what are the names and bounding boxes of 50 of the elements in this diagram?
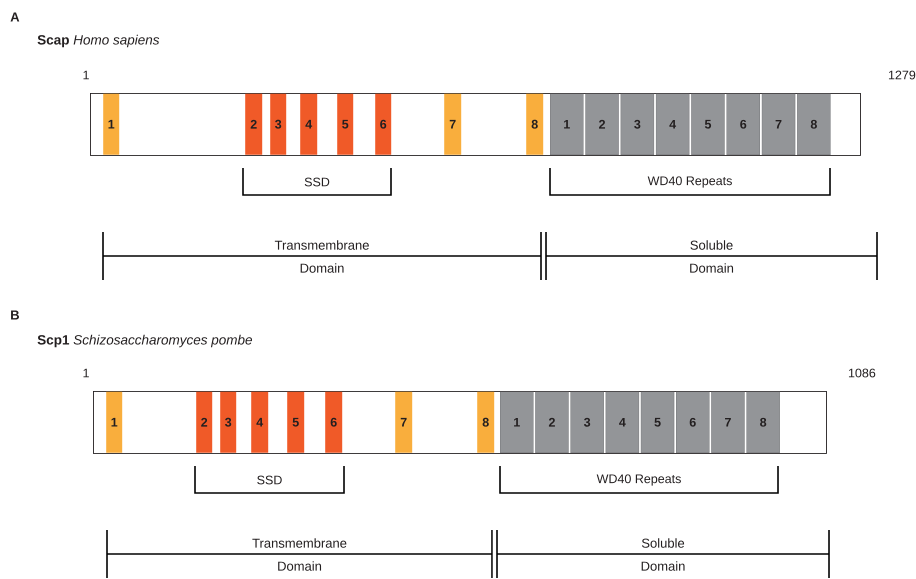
panel-letter: B [11, 310, 19, 320]
repeat-segment: 4 [606, 392, 640, 453]
repeat-segment: 4 [656, 94, 690, 155]
residue-number: 1 [83, 70, 89, 80]
repeat-segment: 7 [711, 392, 745, 453]
helix-segment: 5 [337, 94, 354, 155]
helix-segment: 7 [395, 392, 412, 453]
panel-letter: A [10, 12, 20, 22]
helix-segment: 2 [196, 392, 212, 453]
repeat-segment: 6 [726, 94, 760, 155]
domain-label: Soluble Domain [642, 538, 685, 571]
domain-label: SSD [304, 178, 330, 186]
protein-title: Scap Homo sapiens [38, 34, 160, 48]
repeat-segment: 5 [640, 392, 674, 453]
helix-segment: 2 [245, 94, 262, 155]
helix-segment: 3 [270, 94, 286, 155]
repeat-segment: 5 [691, 94, 725, 155]
helix-segment: 8 [477, 392, 494, 453]
domain-label: WD40 Repeats [596, 474, 681, 486]
residue-number: 1 [83, 368, 89, 378]
helix-segment: 8 [526, 94, 544, 155]
helix-segment: 4 [251, 392, 268, 453]
helix-segment: 5 [287, 392, 304, 453]
protein-title: Scp1 Schizosaccharomyces pombe [38, 334, 252, 348]
helix-segment: 1 [103, 94, 120, 155]
repeat-segment: 1 [550, 94, 584, 155]
protein-bar [90, 93, 861, 156]
helix-segment: 3 [220, 392, 236, 453]
domain-label: WD40 Repeats [648, 176, 732, 188]
protein-bar [93, 391, 827, 454]
residue-number: 1086 [848, 368, 876, 378]
repeat-segment: 3 [620, 94, 654, 155]
repeat-segment: 1 [500, 392, 534, 453]
domain-label: Soluble Domain [690, 240, 734, 273]
helix-segment: 4 [300, 94, 318, 155]
helix-segment: 7 [444, 94, 462, 155]
repeat-segment: 6 [676, 392, 710, 453]
repeat-segment: 7 [762, 94, 796, 155]
residue-number: 1279 [888, 70, 916, 80]
helix-segment: 1 [106, 392, 122, 453]
domain-label: SSD [257, 476, 282, 484]
domain-label: Transmembrane Domain [274, 240, 369, 273]
repeat-segment: 8 [746, 392, 780, 453]
repeat-segment: 8 [797, 94, 831, 155]
helix-segment: 6 [325, 392, 342, 453]
helix-segment: 6 [375, 94, 392, 155]
repeat-segment: 3 [570, 392, 604, 453]
repeat-segment: 2 [535, 392, 569, 453]
domain-label: Transmembrane Domain [252, 538, 346, 571]
repeat-segment: 2 [585, 94, 619, 155]
